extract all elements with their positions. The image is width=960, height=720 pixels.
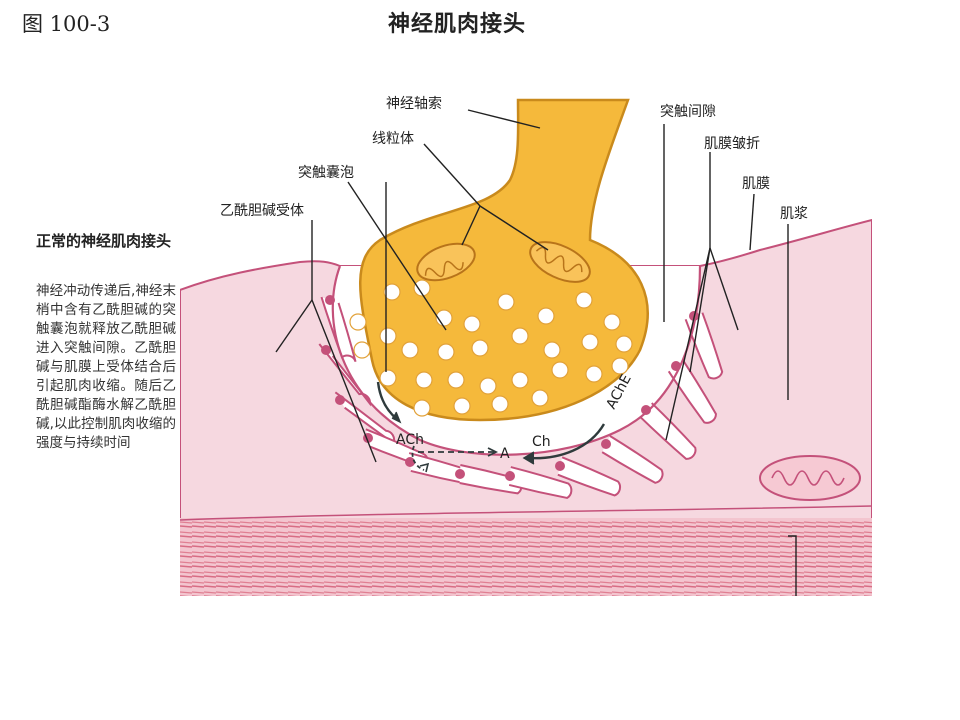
synaptic-vesicle [413,279,431,297]
synaptic-vesicle [353,341,371,359]
junctional-fold [508,466,573,499]
ach-receptor-site [405,457,415,467]
junctional-fold [318,343,372,407]
nerve-mitochondrion [529,241,591,283]
junctional-fold [601,435,664,484]
synaptic-vesicle [383,283,401,301]
ch-label: Ch [532,434,551,450]
synaptic-vesicle [447,371,465,389]
ach-receptor-site [641,405,651,415]
synaptic-vesicle [479,377,497,395]
label-axon: 神经轴索 [386,95,442,112]
synaptic-vesicle [471,339,489,357]
label-synaptic-cleft: 突触间隙 [660,104,716,120]
synaptic-vesicle [551,361,569,379]
junctional-fold [320,296,357,363]
myofibril-band [180,518,872,596]
side-note-heading: 正常的神经肌肉接头 [36,232,172,250]
reaction-arrows [376,381,606,473]
leader-lines [275,109,797,596]
nerve-axon [359,98,649,422]
synaptic-vesicle [537,307,555,325]
synaptic-vesicle [585,365,603,383]
synaptic-vesicle [615,335,633,353]
junctional-fold [557,456,622,497]
synaptic-vesicle [349,313,367,331]
hydrolysis-arrow [527,423,606,460]
synaptic-vesicle [415,371,433,389]
label-vesicles: 突触囊泡 [298,164,354,181]
synaptic-vesicle [575,291,593,309]
junctional-fold [334,391,396,445]
muscle-mitochondrion [759,455,861,501]
synaptic-vesicle [463,315,481,333]
synaptic-vesicle [511,327,529,345]
label-sarcolemma: 肌膜 [742,176,770,192]
synaptic-vesicle [401,341,419,359]
synaptic-vesicle [453,397,471,415]
synaptic-vesicle [603,313,621,331]
ach-receptor-site [555,461,565,471]
synaptic-vesicle [413,399,431,417]
label-membrane-folds: 肌膜皱折 [704,136,760,152]
ach-receptor-site [335,395,345,405]
nerve-terminal [349,98,649,422]
synaptic-vesicle [611,357,629,375]
synaptic-vesicle [581,333,599,351]
synaptic-vesicle [531,389,549,407]
synaptic-vesicle [497,293,515,311]
ach-receptor-site [455,469,465,479]
ach-receptor-site [321,345,331,355]
figure-number: 图 100-3 [22,12,111,36]
junctional-fold [684,312,724,380]
nerve-mitochondrion [416,242,476,282]
side-note-body: 神经冲动传递后,神经末梢中含有乙酰胆碱的突触囊泡就释放乙酰胆碱进入突触间隙。乙酰… [36,283,176,451]
label-ach-receptor: 乙酰胆碱受体 [220,203,304,219]
ach-receptor-site [601,439,611,449]
ach-label: ACh [396,432,424,448]
synaptic-vesicle [379,369,397,387]
figure-title: 神经肌肉接头 [388,11,527,37]
label-mitochondria: 线粒体 [372,131,414,147]
synaptic-vesicle [491,395,509,413]
a-label: A [500,446,510,462]
synaptic-vesicle [437,343,455,361]
synaptic-vesicle [543,341,561,359]
synaptic-vesicle [379,327,397,345]
synaptic-vesicle [511,371,529,389]
ach-receptor-site [505,471,515,481]
label-sarcoplasm: 肌浆 [780,206,808,222]
